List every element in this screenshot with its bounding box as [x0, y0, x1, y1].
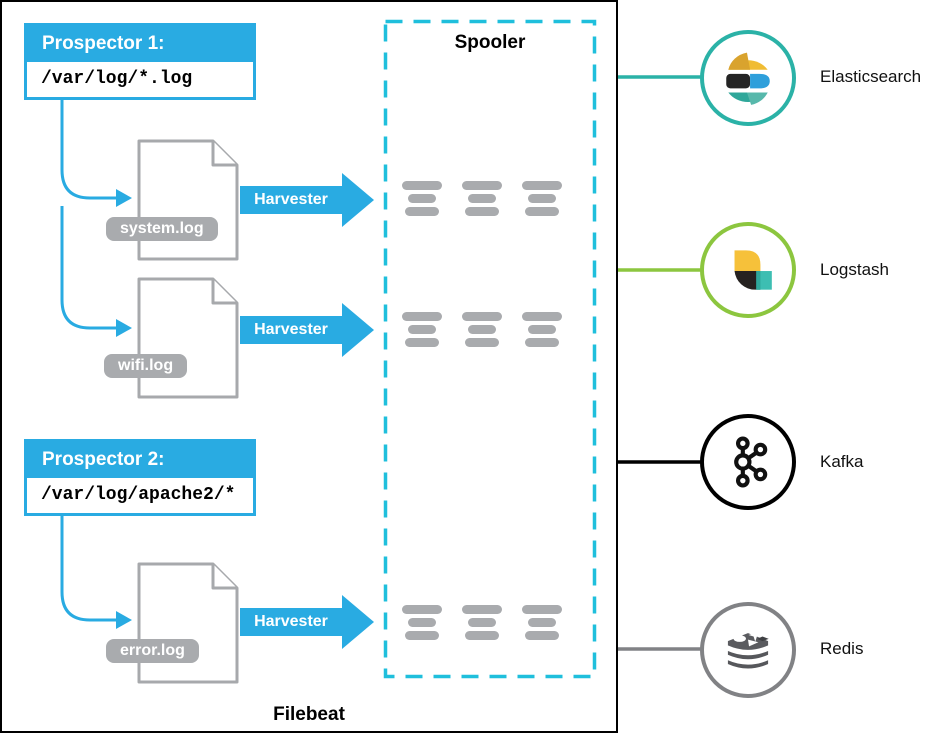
event-bar: [522, 312, 562, 321]
event-bar: [408, 194, 436, 203]
file-label-wifilog: wifi.log: [104, 354, 188, 378]
prospector-1-title: Prospector 1:: [27, 26, 253, 62]
harvester-label: Harvester: [240, 316, 342, 344]
event-group: [402, 605, 442, 640]
event-bar: [528, 194, 556, 203]
arrowhead-icon: [342, 173, 374, 227]
event-group: [522, 605, 562, 640]
filebeat-label: Filebeat: [273, 704, 345, 725]
harvester-arrow: Harvester: [240, 173, 374, 227]
redis-logo-icon: [726, 628, 770, 670]
event-bar: [405, 338, 439, 347]
logstash-node: [700, 222, 796, 318]
event-bar: [405, 631, 439, 640]
elasticsearch-label: Elasticsearch: [820, 67, 922, 86]
spooler-event-row: [402, 181, 562, 216]
event-bar: [468, 194, 496, 203]
event-group: [462, 312, 502, 347]
harvester-arrow: Harvester: [240, 303, 374, 357]
event-bar: [528, 325, 556, 334]
event-bar: [402, 605, 442, 614]
arrowhead-icon: [342, 595, 374, 649]
file-label-systemlog: system.log: [106, 217, 218, 241]
harvester-label: Harvester: [240, 186, 342, 214]
event-bar: [408, 618, 436, 627]
elasticsearch-logo-icon: [726, 52, 770, 105]
event-bar: [465, 338, 499, 347]
event-bar: [522, 605, 562, 614]
event-bar: [402, 312, 442, 321]
event-bar: [405, 207, 439, 216]
redis-label: Redis: [820, 639, 864, 658]
event-bar: [528, 618, 556, 627]
logstash-label: Logstash: [820, 260, 889, 279]
event-group: [462, 605, 502, 640]
event-group: [462, 181, 502, 216]
event-bar: [468, 618, 496, 627]
harvester-label: Harvester: [240, 608, 342, 636]
event-bar: [525, 631, 559, 640]
prospector-1-box: Prospector 1: /var/log/*.log: [24, 23, 256, 100]
kafka-logo-icon: [734, 436, 768, 488]
event-bar: [522, 181, 562, 190]
spooler-title: Spooler: [454, 32, 526, 53]
elasticsearch-node: [700, 30, 796, 126]
prospector-2-box: Prospector 2: /var/log/apache2/*: [24, 439, 256, 516]
event-bar: [525, 207, 559, 216]
event-group: [402, 181, 442, 216]
kafka-label: Kafka: [820, 452, 864, 471]
event-bar: [408, 325, 436, 334]
prospector-1-path: /var/log/*.log: [41, 69, 193, 89]
event-group: [522, 312, 562, 347]
event-bar: [465, 207, 499, 216]
harvester-arrow: Harvester: [240, 595, 374, 649]
spooler-event-row: [402, 312, 562, 347]
arrowhead-icon: [342, 303, 374, 357]
event-bar: [462, 181, 502, 190]
event-group: [402, 312, 442, 347]
redis-node: [700, 602, 796, 698]
prospector-2-title: Prospector 2:: [27, 442, 253, 478]
file-label-errorlog: error.log: [106, 639, 199, 663]
event-group: [522, 181, 562, 216]
event-bar: [525, 338, 559, 347]
event-bar: [468, 325, 496, 334]
event-bar: [462, 312, 502, 321]
kafka-node: [700, 414, 796, 510]
logstash-logo-icon: [734, 250, 772, 290]
spooler-event-row: [402, 605, 562, 640]
event-bar: [462, 605, 502, 614]
event-bar: [402, 181, 442, 190]
event-bar: [465, 631, 499, 640]
prospector-2-path: /var/log/apache2/*: [41, 485, 236, 505]
